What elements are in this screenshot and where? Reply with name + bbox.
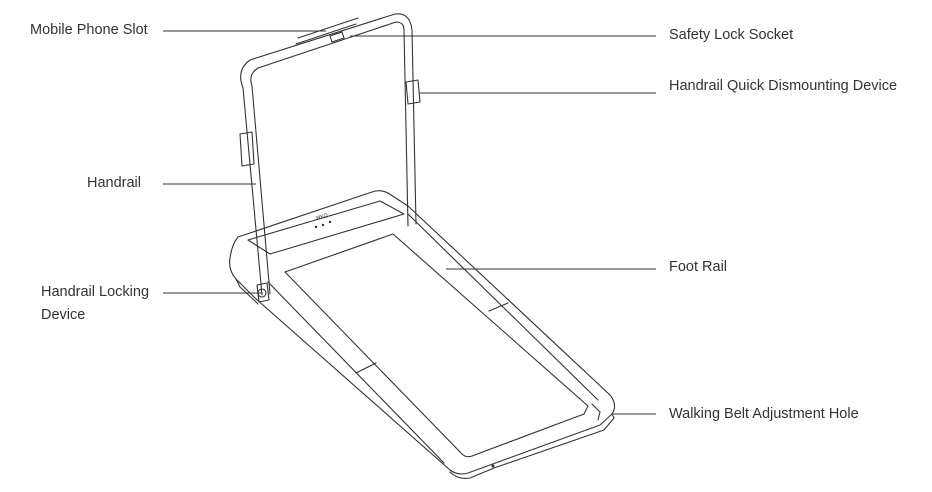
label-handrail-locking-device-line2: Device bbox=[41, 307, 86, 323]
console-button-3 bbox=[328, 220, 332, 224]
quick-dismounting-device bbox=[405, 79, 421, 105]
walking-belt bbox=[284, 233, 589, 458]
mobile-phone-slot bbox=[295, 17, 359, 45]
walking-belt-adjustment-hole bbox=[491, 464, 495, 468]
label-handrail-quick-dismounting-device: Handrail Quick Dismounting Device bbox=[669, 78, 898, 94]
deck-right-skirt bbox=[449, 413, 615, 479]
handrail-left-clamp bbox=[239, 131, 255, 167]
foot-rail-left-divider bbox=[355, 362, 377, 374]
console-button-1 bbox=[314, 225, 318, 229]
handrail-left-upright bbox=[242, 85, 271, 296]
console-button-2 bbox=[321, 223, 325, 227]
handrail-right-upright bbox=[403, 29, 417, 227]
handrail-top-bar bbox=[240, 13, 413, 89]
rear-cap bbox=[591, 403, 601, 421]
deck-outer-frame bbox=[229, 190, 616, 475]
handrail-top-bar-inner bbox=[250, 21, 405, 87]
handrail-locking-device bbox=[256, 282, 270, 303]
foot-rail-left-inner bbox=[267, 281, 445, 464]
foot-rail-right-inner bbox=[407, 213, 599, 401]
foot-rail-right-divider bbox=[488, 302, 509, 312]
label-walking-belt-adjustment-hole: Walking Belt Adjustment Hole bbox=[669, 406, 859, 422]
console-panel bbox=[247, 200, 405, 255]
label-safety-lock-socket: Safety Lock Socket bbox=[669, 27, 794, 43]
safety-lock-socket bbox=[329, 31, 345, 43]
label-foot-rail: Foot Rail bbox=[669, 259, 728, 275]
console-display-text: WKQ bbox=[315, 213, 328, 222]
label-mobile-phone-slot: Mobile Phone Slot bbox=[30, 22, 148, 38]
label-handrail: Handrail bbox=[87, 175, 141, 191]
label-handrail-locking-device-line1: Handrail Locking bbox=[41, 284, 150, 300]
